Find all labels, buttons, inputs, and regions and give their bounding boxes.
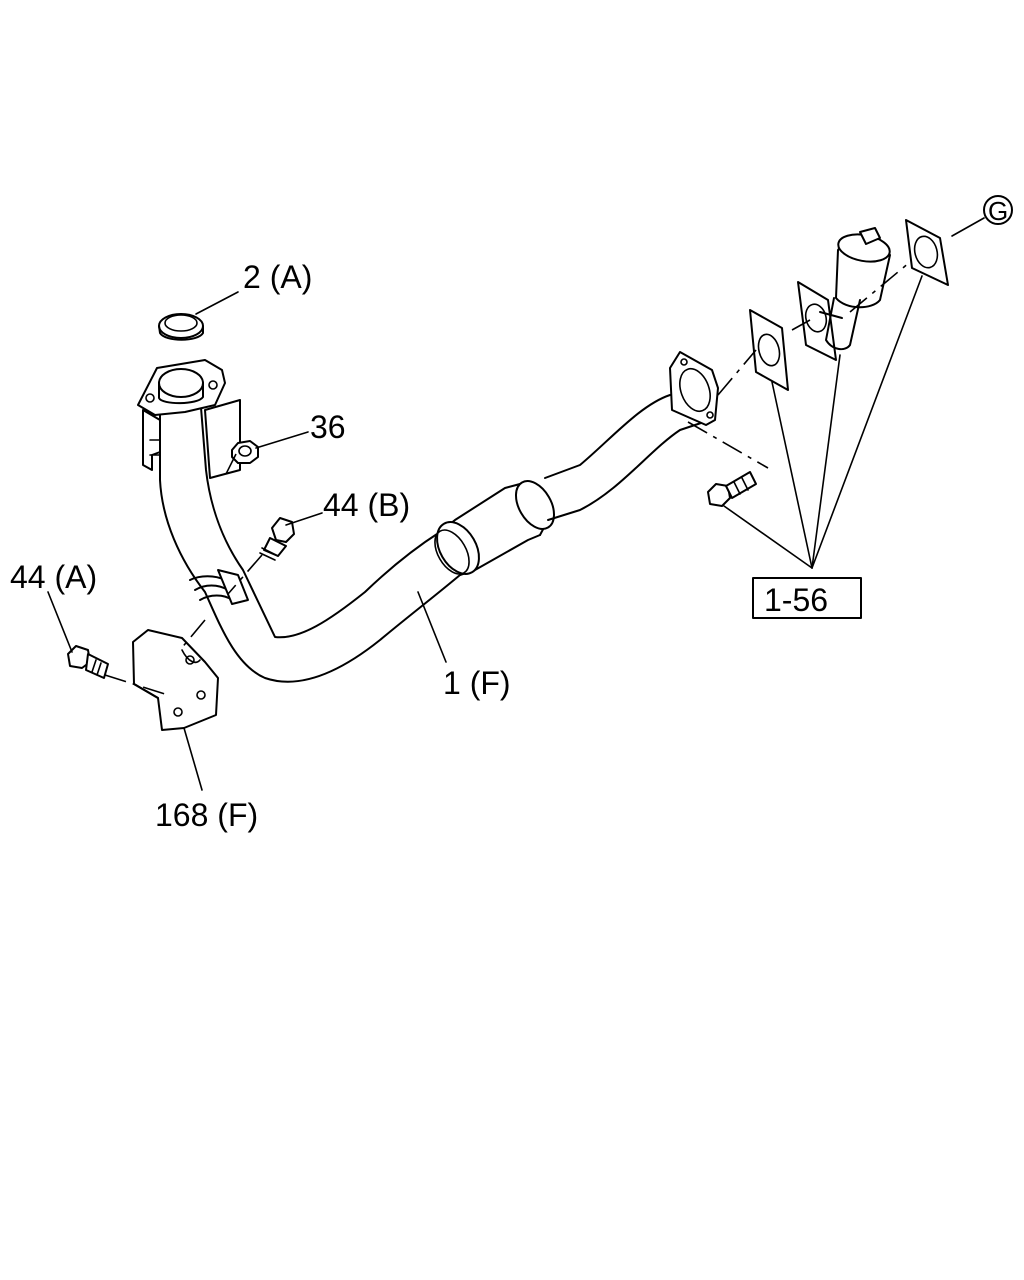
alignment-lines [104,261,911,696]
rear-flange-bolt [707,471,757,507]
callout-upper-bolt: 44 (B) [323,487,410,523]
callout-labels: 2 (A) 36 44 (B) 44 (A) 1 (F) 168 (F) 1-5… [10,195,1013,833]
leader-lines [47,217,985,791]
callout-connector: G [988,196,1008,226]
connector-circle [983,195,1013,225]
callout-group-reference: 1-56 [764,582,828,618]
flange-nut [231,440,259,464]
callout-nut: 36 [310,409,346,445]
group-reference-box [752,577,862,619]
callout-lower-bolt: 44 (A) [10,559,97,595]
pipe-bracket [132,629,219,731]
callout-seal-ring: 2 (A) [243,259,312,295]
front-exhaust-pipe [137,351,719,683]
callout-bracket: 168 (F) [155,797,258,833]
lower-bolt [67,645,109,679]
exhaust-gasket-rear [905,219,949,286]
sensor-housing [797,227,891,361]
seal-ring [158,313,204,341]
callout-exhaust-pipe: 1 (F) [443,665,511,701]
